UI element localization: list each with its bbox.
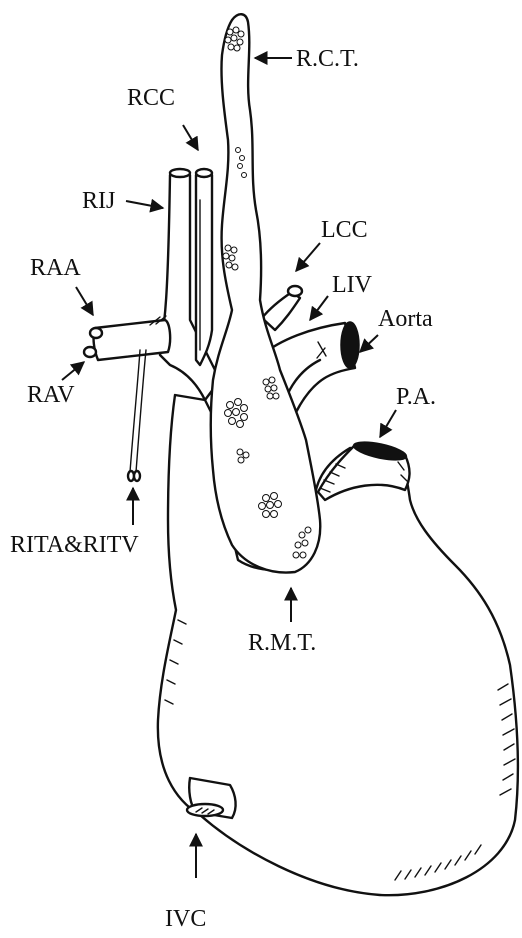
arrow-aorta (360, 335, 378, 352)
label-rmt: R.M.T. (248, 630, 316, 656)
arrow-rav (62, 362, 84, 380)
label-ivc: IVC (165, 906, 206, 932)
label-rct: R.C.T. (296, 46, 359, 72)
arrow-raa (76, 287, 93, 315)
label-raa: RAA (30, 255, 81, 281)
label-rita-ritv: RITA&RITV (10, 532, 139, 558)
arrow-rcc (183, 125, 198, 150)
arrow-liv (310, 296, 328, 320)
arrow-rij (126, 201, 163, 208)
arrow-lcc (296, 243, 320, 271)
left-vessels (262, 286, 302, 330)
label-rav: RAV (27, 382, 75, 408)
arrow-pa (380, 410, 396, 437)
label-rcc: RCC (127, 85, 175, 111)
label-rij: RIJ (82, 188, 115, 214)
label-pa: P.A. (396, 384, 436, 410)
label-aorta: Aorta (378, 306, 433, 332)
label-lcc: LCC (321, 217, 368, 243)
thymic-mass (211, 14, 321, 572)
label-liv: LIV (332, 272, 373, 298)
